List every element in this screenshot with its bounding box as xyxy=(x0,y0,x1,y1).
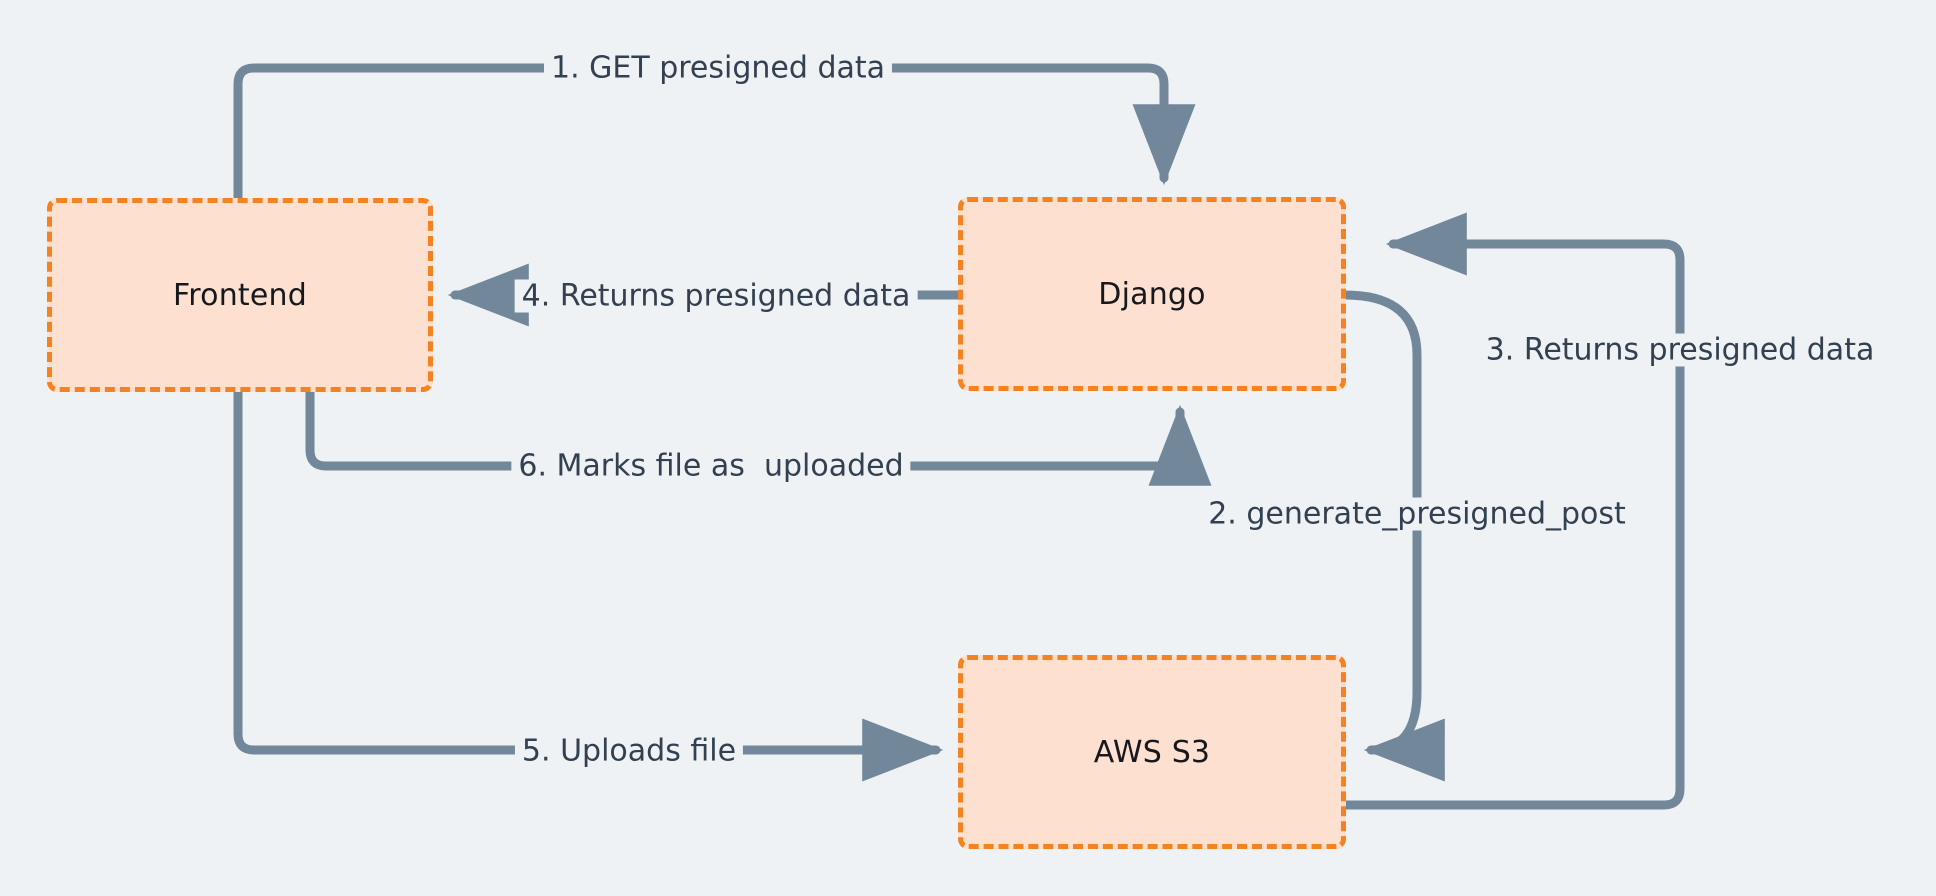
edge-label-3: 3. Returns presigned data xyxy=(1478,333,1882,367)
edge-label-6: 6. Marks file as uploaded xyxy=(511,449,911,483)
edge-path-2 xyxy=(1340,290,1445,782)
edge-label-1: 1. GET presigned data xyxy=(543,51,893,85)
node-aws-s3-label: AWS S3 xyxy=(1093,734,1211,770)
node-aws-s3[interactable]: AWS S3 xyxy=(958,655,1346,849)
edge-path-3 xyxy=(1340,212,1685,810)
edge-label-2: 2. generate_presigned_post xyxy=(1201,497,1633,531)
node-django-label: Django xyxy=(1098,276,1206,312)
node-frontend[interactable]: Frontend xyxy=(47,198,433,392)
edge-path-1 xyxy=(233,63,1196,203)
edge-label-4: 4. Returns presigned data xyxy=(514,279,918,313)
node-django[interactable]: Django xyxy=(958,197,1346,391)
edge-label-5: 5. Uploads file xyxy=(514,734,744,768)
edge-path-5 xyxy=(233,387,944,782)
node-frontend-label: Frontend xyxy=(173,277,307,313)
